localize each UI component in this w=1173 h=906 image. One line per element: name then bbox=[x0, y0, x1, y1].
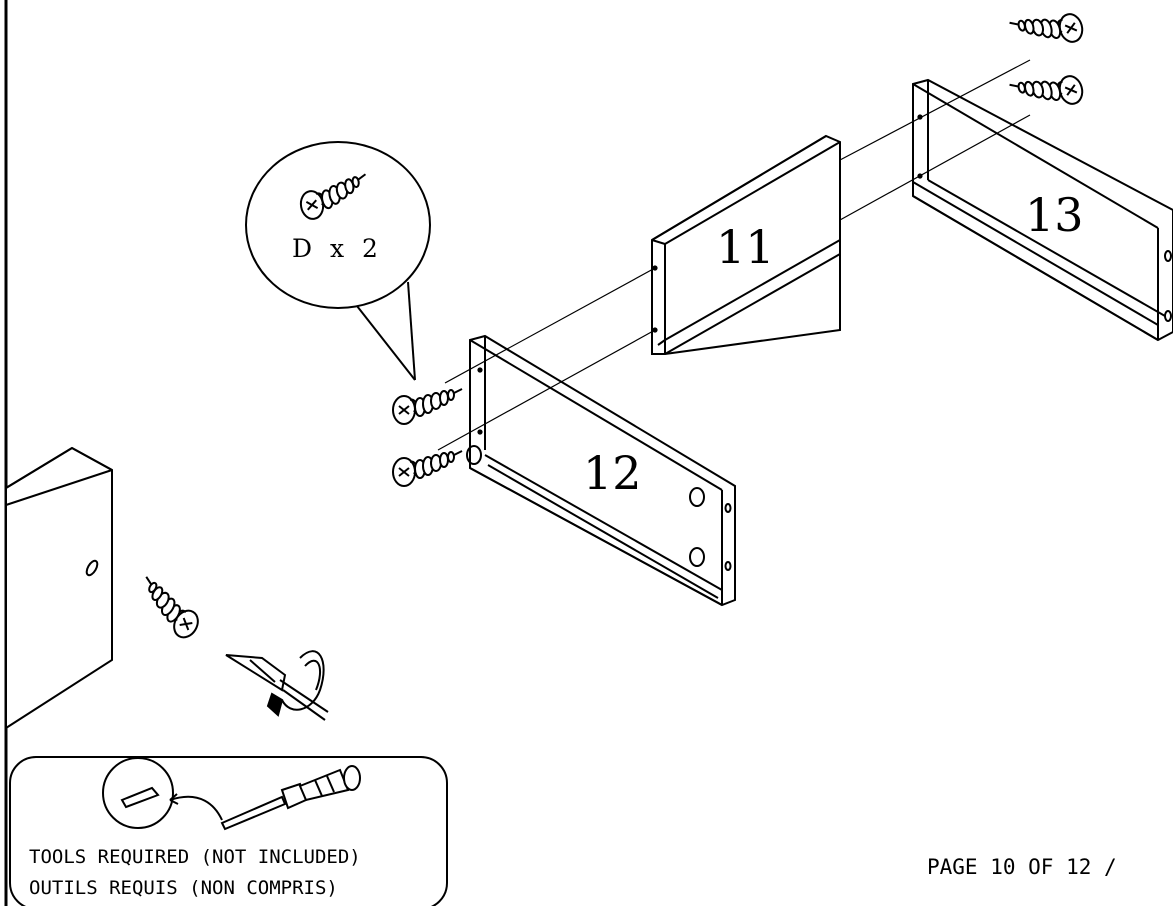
screw-icon bbox=[392, 388, 463, 425]
tools-required-fr: OUTILS REQUIS (NON COMPRIS) bbox=[29, 877, 338, 899]
panel-12 bbox=[466, 334, 736, 607]
screw-icon bbox=[1008, 65, 1087, 120]
screw-icon bbox=[392, 450, 463, 487]
part-number-13: 13 bbox=[1025, 188, 1084, 242]
part-number-11: 11 bbox=[716, 220, 775, 274]
screw-icon bbox=[127, 575, 208, 643]
part-number-12: 12 bbox=[583, 446, 642, 500]
hardware-quantity-label: D x 2 bbox=[292, 234, 383, 263]
tools-box bbox=[9, 756, 448, 906]
screw-icon bbox=[1008, 3, 1087, 58]
screwdriver-icon bbox=[220, 765, 361, 831]
screwdriver-icon bbox=[225, 654, 329, 721]
rotate-clockwise-icon bbox=[266, 650, 325, 717]
tools-required-en: TOOLS REQUIRED (NOT INCLUDED) bbox=[29, 846, 361, 868]
hardware-callout bbox=[245, 141, 431, 381]
page-number: PAGE 10 OF 12 / bbox=[927, 855, 1117, 879]
panel-11 bbox=[651, 134, 841, 355]
cabinet-side bbox=[5, 446, 113, 730]
panel-13 bbox=[912, 78, 1173, 342]
alignment-lines bbox=[437, 59, 1031, 451]
